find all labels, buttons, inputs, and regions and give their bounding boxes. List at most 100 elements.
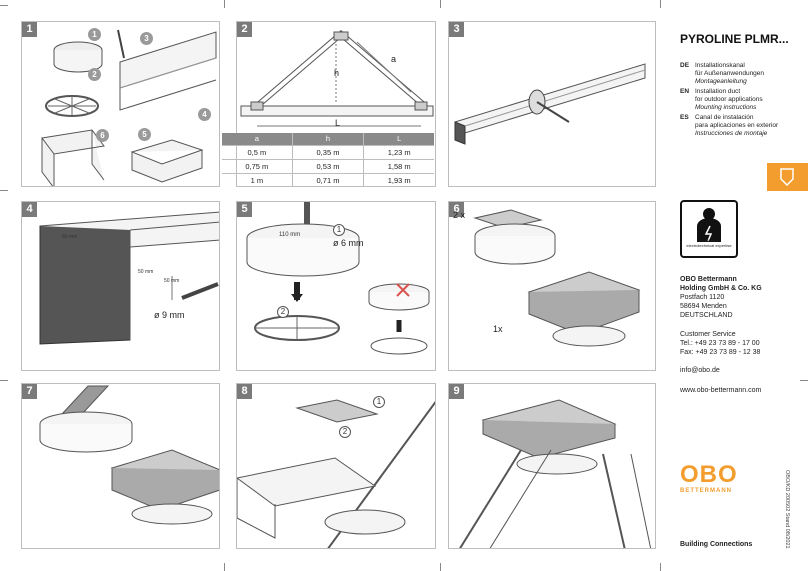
table-cell: 0,71 m	[291, 172, 364, 187]
callout-1: 1	[333, 224, 345, 236]
language-line: for outdoor applications	[695, 96, 763, 103]
language-line: Mounting instructions	[695, 104, 757, 111]
step-number: 3	[449, 22, 464, 37]
table-cell: 0,75 m	[222, 158, 293, 173]
crop-mark	[224, 563, 225, 571]
step-panel-4: 4 50 mm 50 mm 50 mm ø 9 mm	[21, 201, 220, 371]
step-number: 8	[237, 384, 252, 399]
duct-cutting-illustration	[454, 63, 646, 145]
company-name: OBO Bettermann	[680, 276, 737, 283]
duct-placement-illustration	[39, 385, 219, 525]
company-name: Holding GmbH & Co. KG	[680, 285, 762, 292]
language-line: Canal de instalación	[695, 114, 754, 121]
table-row: 0,75 m 0,53 m 1,58 m	[222, 158, 434, 173]
language-line: para aplicaciones en exterior	[695, 122, 779, 129]
callout-2: 2	[339, 426, 351, 438]
table-header: h	[291, 133, 364, 145]
address-line: 58694 Menden	[680, 303, 727, 310]
product-title: PYROLINE PLMR...	[680, 32, 789, 46]
quantity-label: 2 x	[453, 210, 466, 220]
callout-6: 6	[96, 129, 109, 142]
step-number: 4	[22, 202, 37, 217]
dimension-a-label: a	[391, 54, 397, 64]
callout-1: 1	[373, 396, 385, 408]
qualification-badge: Installation electrotechnical expertise	[680, 200, 738, 258]
language-code: DE	[680, 62, 690, 69]
callout-4: 4	[198, 108, 211, 121]
step-panel-6: 6 2 x 1x	[448, 201, 656, 371]
address-line: DEUTSCHLAND	[680, 312, 733, 319]
language-code: EN	[680, 88, 690, 95]
dimension-label: 50 mm	[62, 234, 78, 240]
obo-logo: OBO BETTERMANN	[680, 461, 738, 502]
customer-service: Customer Service Tel.: +49 23 73 89 - 17…	[680, 330, 760, 357]
table-cell: 0,53 m	[291, 158, 364, 173]
drill-size-label: ø 9 mm	[154, 310, 185, 320]
quantity-label: 1x	[493, 324, 503, 334]
step-number: 6	[449, 202, 464, 217]
shield-tab	[767, 163, 808, 191]
language-code: ES	[680, 114, 689, 121]
language-line: Installation duct	[695, 88, 741, 95]
email-link[interactable]: info@obo.de	[680, 367, 720, 374]
company-address: OBO Bettermann Holding GmbH & Co. KG Pos…	[680, 275, 762, 320]
crop-mark	[800, 380, 808, 381]
dimension-label: 50 mm	[138, 269, 154, 275]
table-row: 1 m 0,71 m 1,93 m	[222, 172, 434, 187]
shield-icon	[780, 168, 794, 187]
bracket-mounting-illustration	[473, 209, 641, 347]
table-cell: 1,58 m	[363, 158, 434, 173]
table-cell: 1 m	[222, 172, 293, 187]
service-label: Customer Service	[680, 331, 736, 338]
step-panel-7: 7	[21, 383, 220, 549]
language-line: Installationskanal	[695, 62, 745, 69]
crop-mark	[224, 0, 225, 8]
crop-mark	[0, 380, 8, 381]
language-line: Instrucciones de montaje	[695, 130, 768, 137]
dimension-h-label: h	[334, 68, 340, 78]
table-cell: 0,5 m	[222, 144, 293, 159]
electrician-icon	[697, 208, 721, 242]
badge-label: electrotechnical expertise	[686, 243, 732, 248]
drill-size-label: ø 6 mm	[333, 238, 364, 248]
step-panel-8: 8 1 2	[236, 383, 436, 549]
crop-mark	[660, 0, 661, 8]
website-link[interactable]: www.obo-bettermann.com	[680, 387, 762, 394]
cover-mounting-illustration	[237, 399, 435, 548]
language-line: für Außenanwendungen	[695, 70, 765, 77]
parts-illustration	[41, 29, 217, 186]
crop-mark	[0, 190, 8, 191]
table-header: L	[363, 133, 434, 145]
dimension-l-label: L	[335, 118, 341, 128]
table-cell: 1,93 m	[363, 172, 434, 187]
table-cell: 1,23 m	[363, 144, 434, 159]
step-number: 1	[22, 22, 37, 37]
step-panel-3: 3	[448, 21, 656, 187]
callout-2: 2	[88, 68, 101, 81]
dimension-label: 110 mm	[279, 232, 301, 238]
logo-text: OBO	[680, 461, 738, 488]
step-number: 9	[449, 384, 464, 399]
crop-mark	[660, 563, 661, 571]
address-line: Postfach 1120	[680, 294, 725, 301]
step-number: 2	[237, 22, 252, 37]
document-reference: OBO/KD 200502 Stand 08/2021	[784, 470, 790, 549]
crop-mark	[440, 563, 441, 571]
badge-label: Installation	[699, 238, 719, 243]
step-panel-5: 5 1 ø 6 mm 110 mm 2	[236, 201, 436, 371]
callout-3: 3	[140, 32, 153, 45]
callout-2: 2	[277, 306, 289, 318]
phone-number: Tel.: +49 23 73 89 - 17 00	[680, 340, 760, 347]
step-panel-9: 9	[448, 383, 656, 549]
fax-number: Fax: +49 23 73 89 - 12 38	[680, 349, 761, 356]
logo-subtext: BETTERMANN	[680, 488, 732, 494]
duct-drilling-illustration	[39, 211, 219, 345]
table-row: 0,5 m 0,35 m 1,23 m	[222, 144, 434, 159]
callout-5: 5	[138, 128, 151, 141]
base-drilling-illustration	[246, 202, 430, 355]
table-header: a	[222, 133, 293, 145]
table-cell: 0,35 m	[291, 144, 364, 159]
callout-1: 1	[88, 28, 101, 41]
assembled-duct-illustration	[459, 399, 652, 548]
roof-frame-illustration	[240, 30, 434, 127]
